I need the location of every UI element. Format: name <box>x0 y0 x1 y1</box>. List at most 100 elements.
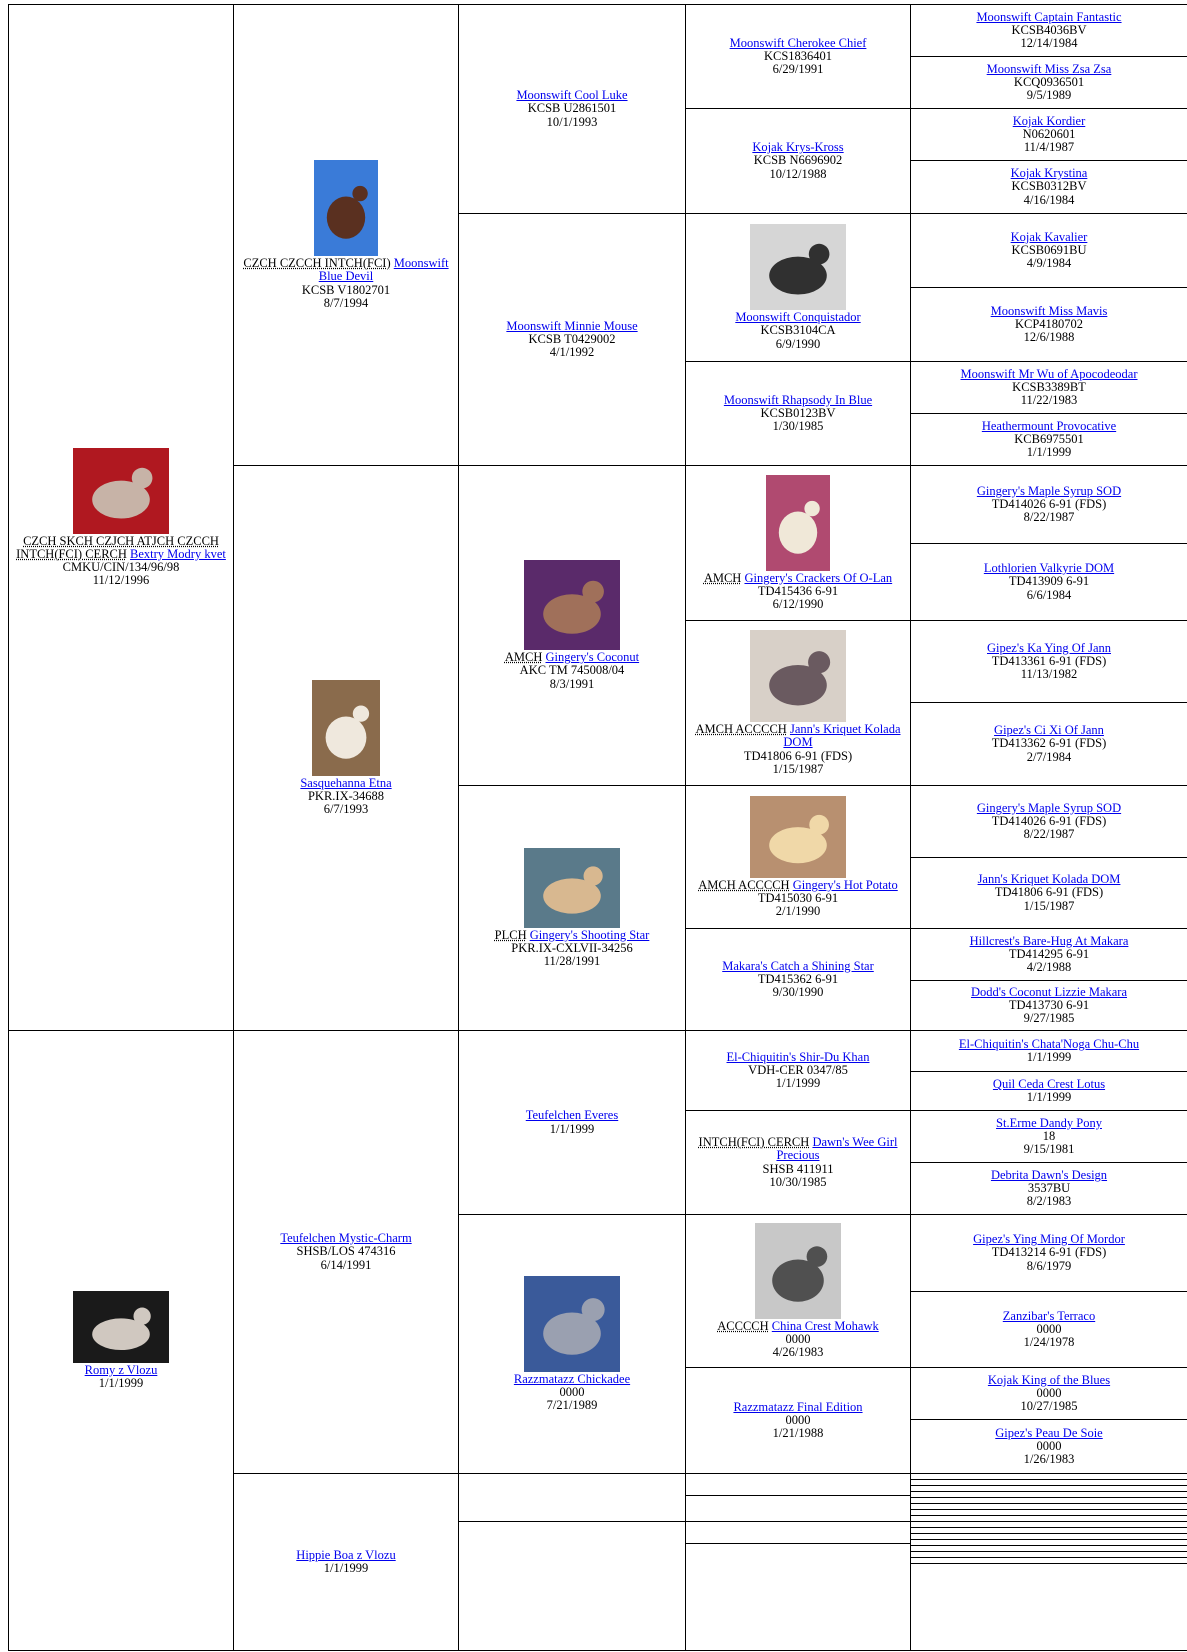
white-dog-flowers-photo[interactable] <box>766 474 830 571</box>
cream-dog-show-photo[interactable] <box>750 795 846 878</box>
dog-birth-date: 11/12/1996 <box>92 573 150 588</box>
hairless-dog-bw-standing-photo[interactable] <box>755 1222 841 1319</box>
dog-name-link[interactable]: Razzmatazz Chickadee <box>513 1371 631 1386</box>
dog-name-link[interactable]: Dawn's Wee Girl Precious <box>776 1135 898 1163</box>
dog-name-link[interactable]: Gipez's Peau De Soie <box>995 1425 1103 1440</box>
dog-name-link[interactable]: Makara's Catch a Shining Star <box>722 958 874 973</box>
dog-name-link[interactable]: Gingery's Hot Potato <box>792 877 898 892</box>
dog-name-link[interactable]: Dodd's Coconut Lizzie Makara <box>970 984 1128 999</box>
dog-registration: 0000 <box>1036 1438 1062 1453</box>
hairless-dog-show-photo[interactable] <box>750 630 846 723</box>
dog-name-link[interactable]: Moonswift Cool Luke <box>516 88 628 103</box>
dog-name-link[interactable]: Kojak Kordier <box>1012 113 1086 128</box>
dog-name-link[interactable]: Gipez's Ka Ying Of Jann <box>987 640 1111 655</box>
dog-registration: 0000 <box>559 1384 585 1399</box>
dog-name-link[interactable]: Moonswift Captain Fantastic <box>976 9 1122 24</box>
dog-name-link[interactable]: Teufelchen Mystic-Charm <box>280 1231 412 1246</box>
dog-name-link[interactable]: Hippie Boa z Vlozu <box>296 1547 396 1562</box>
dog-registration: TD413909 6-91 <box>1008 574 1090 589</box>
dog-name-link[interactable]: Moonswift Rhapsody In Blue <box>723 392 873 407</box>
dog-name-link[interactable]: Quil Ceda Crest Lotus <box>992 1076 1106 1091</box>
dog-name-line: Teufelchen Everes <box>524 1109 620 1122</box>
hairless-dog-bw-photo[interactable] <box>750 224 846 311</box>
dog-name-link[interactable]: Gingery's Crackers Of O-Lan <box>744 570 893 585</box>
dog-name-link[interactable]: St.Erme Dandy Pony <box>996 1115 1102 1130</box>
dog-registration: KCSB U2861501 <box>527 101 617 116</box>
dog-name-line: St.Erme Dandy Pony <box>994 1115 1104 1130</box>
dog-registration: KCSB3389BT <box>1012 379 1086 394</box>
dog-registration: 0000 <box>785 1412 811 1427</box>
dog-name-link[interactable]: Teufelchen Everes <box>525 1108 619 1123</box>
dog-name-link[interactable]: Gingery's Coconut <box>545 650 640 665</box>
dog-name-link[interactable]: Bextry Modry kvet <box>130 546 226 561</box>
dog-name-link[interactable]: Gingery's Maple Syrup SOD <box>976 483 1122 498</box>
dog-name-link[interactable]: Gipez's Ci Xi Of Jann <box>994 723 1104 738</box>
dog-birth-date: 1/1/1999 <box>1026 1090 1072 1104</box>
dog-name-line: Moonswift Miss Zsa Zsa <box>985 61 1114 76</box>
black-dog-photo[interactable] <box>73 1290 169 1363</box>
cream-dog-grass-photo[interactable] <box>524 847 620 928</box>
dog-name-link[interactable]: Hillcrest's Bare-Hug At Makara <box>969 933 1129 948</box>
hairless-dog-purple-background-photo[interactable] <box>524 560 620 651</box>
dog-name-link[interactable]: Jann's Kriquet Kolada DOM <box>783 722 901 750</box>
dog-name-link[interactable]: Moonswift Conquistador <box>735 310 861 325</box>
dog-registration: 0000 <box>1036 1385 1062 1400</box>
dog-name-link[interactable]: Moonswift Miss Mavis <box>990 303 1108 318</box>
dog-name-line: Lothlorien Valkyrie DOM <box>982 562 1116 575</box>
crested-dog-photo[interactable] <box>314 160 378 257</box>
dog-name-link[interactable]: Lothlorien Valkyrie DOM <box>983 561 1115 576</box>
dog-name-link[interactable]: Kojak King of the Blues <box>987 1372 1111 1387</box>
white-fluffy-dog-photo[interactable] <box>312 679 380 776</box>
dog-name-link[interactable]: Sasquehanna Etna <box>300 775 392 790</box>
dog-registration: SHSB 411911 <box>762 1161 834 1176</box>
dog-birth-date: 6/9/1990 <box>775 336 821 351</box>
dog-name-line: Gipez's Ci Xi Of Jann <box>992 724 1106 737</box>
dog-name-link[interactable]: El-Chiquitin's Shir-Du Khan <box>726 1049 870 1064</box>
dog-title: AMCH <box>504 650 543 665</box>
dog-registration: 18 <box>1042 1128 1056 1143</box>
dog-name-link[interactable]: Razzmatazz Final Edition <box>733 1399 863 1414</box>
dog-name-link[interactable]: Gingery's Shooting Star <box>529 927 650 942</box>
dog-name-link[interactable]: Moonswift Cherokee Chief <box>729 35 867 50</box>
dog-name-link[interactable]: El-Chiquitin's Chata'Noga Chu-Chu <box>958 1036 1140 1051</box>
dog-name-link[interactable]: Romy z Vlozu <box>84 1362 158 1377</box>
dog-name-link[interactable]: Jann's Kriquet Kolada DOM <box>977 872 1121 887</box>
dog-name-link[interactable]: Debrita Dawn's Design <box>990 1167 1108 1182</box>
dog-title: ACCCCH <box>717 1318 769 1333</box>
dog-name-link[interactable]: Kojak Kavalier <box>1010 229 1088 244</box>
dog-name-link[interactable]: Heathermount Provocative <box>981 418 1117 433</box>
dog-registration: VDH-CER 0347/85 <box>748 1062 848 1077</box>
dog-birth-date: 6/14/1991 <box>320 1257 372 1272</box>
dog-name-link[interactable]: Zanzibar's Terraco <box>1002 1308 1096 1323</box>
dog-birth-date: 8/6/1979 <box>1026 1258 1072 1273</box>
dog-name-link[interactable]: Moonswift Mr Wu of Apocodeodar <box>960 366 1138 381</box>
empty-pedigree-cell <box>685 1521 911 1544</box>
dog-birth-date: 6/7/1993 <box>323 802 369 817</box>
dog-name-link[interactable]: Moonswift Blue Devil <box>318 256 449 284</box>
grey-dog-on-blanket-photo[interactable] <box>524 1275 620 1372</box>
dog-birth-date: 1/15/1987 <box>772 761 824 776</box>
dog-registration: 0000 <box>785 1331 811 1346</box>
dog-birth-date: 1/15/1987 <box>1023 898 1075 913</box>
show-dog-red-background-photo[interactable] <box>73 447 169 534</box>
dog-registration: KCSB0691BU <box>1011 242 1087 257</box>
dog-name-link[interactable]: Gingery's Maple Syrup SOD <box>976 800 1122 815</box>
dog-name-link[interactable]: Kojak Krys-Kross <box>752 140 844 155</box>
dog-name-link[interactable]: Kojak Krystina <box>1010 166 1088 181</box>
dog-name-link[interactable]: Moonswift Miss Zsa Zsa <box>986 61 1112 76</box>
dog-name-line: Hillcrest's Bare-Hug At Makara <box>968 933 1131 948</box>
dog-name-link[interactable]: China Crest Mohawk <box>771 1318 879 1333</box>
dog-name-link[interactable]: Moonswift Minnie Mouse <box>506 318 638 333</box>
dog-name-link[interactable]: Gipez's Ying Ming Of Mordor <box>973 1232 1125 1247</box>
